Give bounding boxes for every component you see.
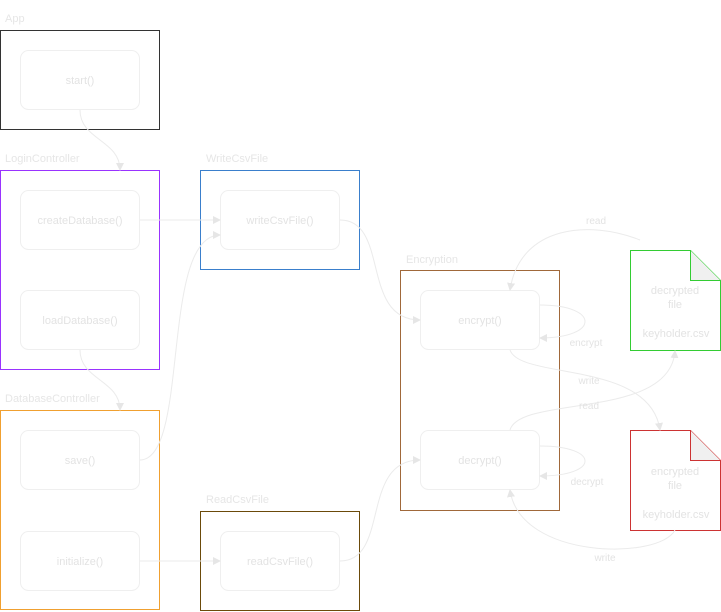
edge-write-to-encrypt	[339, 219, 421, 324]
edge-save-to-write	[139, 231, 221, 461]
node-initialize-label: initialize()	[57, 556, 103, 568]
edges	[79, 109, 679, 565]
edge-decrypted-file-to-encrypt	[507, 229, 641, 291]
node-decrypt[interactable]: decrypt()	[420, 430, 540, 490]
node-decrypt-label: decrypt()	[458, 455, 501, 467]
node-create-database-label: createDatabase()	[38, 215, 123, 227]
file-encrypted-fold	[690, 430, 721, 461]
edge-label-read-mid: read	[579, 401, 599, 412]
edge-encrypted-file-to-decrypt	[507, 489, 676, 550]
edge-label-decrypt: decrypt	[571, 477, 604, 488]
node-encrypt[interactable]: encrypt()	[420, 290, 540, 350]
edge-encrypt-to-encrypted-file	[509, 349, 663, 431]
edge-label-read-top: read	[586, 216, 606, 227]
group-app-frame	[0, 30, 160, 130]
edge-labels: read encrypt write read decrypt write	[570, 216, 616, 564]
node-create-database[interactable]: createDatabase()	[20, 190, 140, 250]
node-read-csv-file-label: readCsvFile()	[247, 556, 313, 568]
node-read-csv-file[interactable]: readCsvFile()	[220, 531, 340, 591]
node-load-database-label: loadDatabase()	[42, 315, 117, 327]
group-enc-title: Encryption	[406, 254, 458, 266]
node-encrypt-label: encrypt()	[458, 315, 501, 327]
group-app: App	[0, 13, 160, 130]
file-encrypted-name: keyholder.csv	[643, 509, 710, 521]
group-login-controller: LoginController	[0, 153, 160, 370]
group-enc-frame	[400, 270, 560, 511]
node-start-label: start()	[66, 75, 95, 87]
group-write-title: WriteCsvFile	[206, 153, 268, 165]
edge-start-to-create-database	[79, 109, 124, 171]
group-db-title: DatabaseController	[5, 393, 100, 405]
group-login-title: LoginController	[5, 153, 80, 165]
node-save[interactable]: save()	[20, 430, 140, 490]
node-save-label: save()	[65, 455, 96, 467]
file-decrypted-fold	[690, 250, 721, 281]
edge-load-database-to-db	[79, 349, 124, 411]
edge-encrypt-self-loop	[539, 304, 586, 342]
edge-decrypt-to-decrypted-file	[509, 350, 679, 431]
group-app-title: App	[5, 13, 25, 25]
edge-decrypt-self-loop	[539, 445, 586, 480]
group-db-frame	[0, 410, 160, 610]
node-write-csv-file[interactable]: writeCsvFile()	[220, 190, 340, 250]
node-initialize[interactable]: initialize()	[20, 531, 140, 591]
file-decrypted[interactable]: decrypted file keyholder.csv	[630, 250, 721, 351]
file-encrypted[interactable]: encrypted file keyholder.csv	[630, 430, 721, 531]
group-login-frame	[0, 170, 160, 370]
file-encrypted-line2: file	[668, 480, 682, 492]
edge-label-encrypt: encrypt	[570, 338, 603, 349]
edge-read-to-decrypt	[339, 456, 421, 562]
node-write-csv-file-label: writeCsvFile()	[245, 215, 313, 227]
group-database-controller: DatabaseController	[0, 393, 160, 610]
edge-label-write-bottom: write	[593, 553, 616, 564]
node-load-database[interactable]: loadDatabase()	[20, 290, 140, 350]
group-read-title: ReadCsvFile	[206, 494, 269, 506]
group-encryption: Encryption	[400, 254, 560, 511]
file-encrypted-line1: encrypted	[651, 466, 699, 478]
file-decrypted-name: keyholder.csv	[643, 328, 710, 340]
node-start[interactable]: start()	[20, 50, 140, 110]
file-decrypted-line2: file	[668, 299, 682, 311]
file-decrypted-line1: decrypted	[651, 285, 699, 297]
edge-label-write-mid: write	[577, 376, 600, 387]
